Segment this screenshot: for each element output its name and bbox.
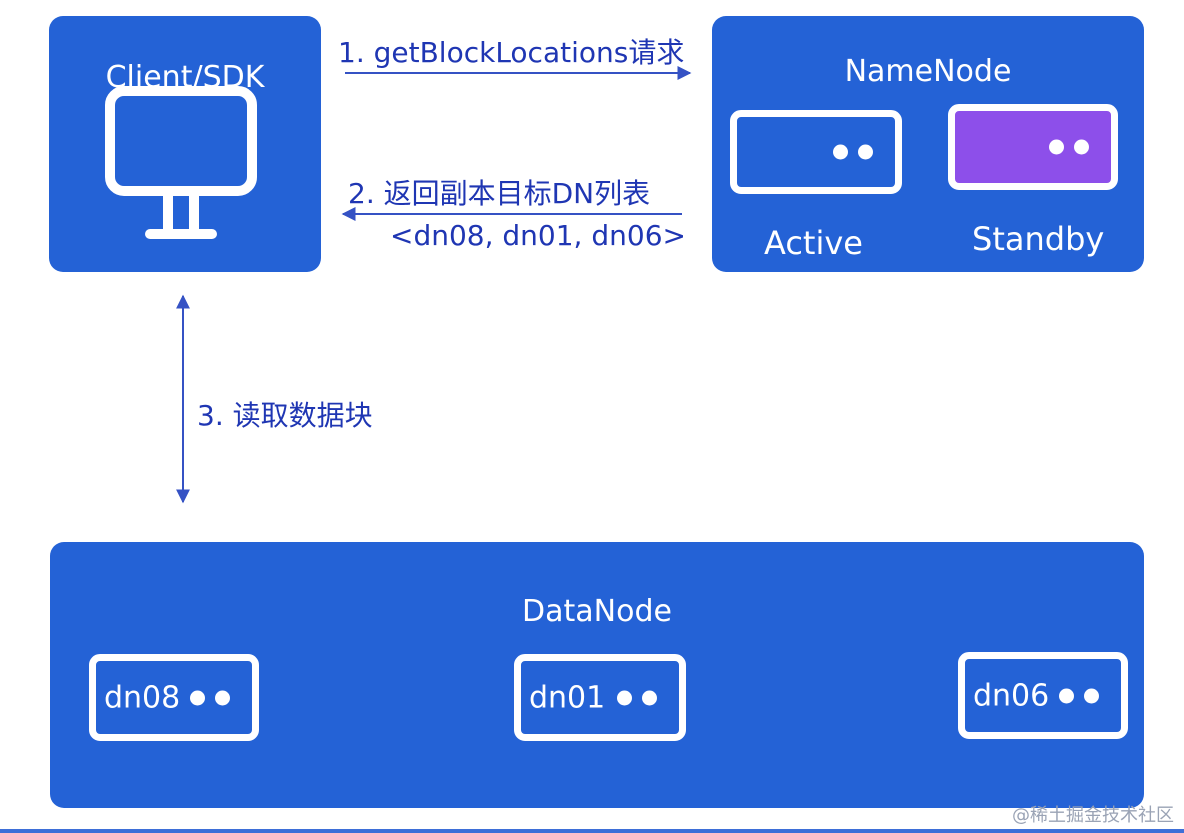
namenode-panel: NameNode Active Standby <box>712 16 1144 272</box>
active-namenode-server <box>730 110 902 194</box>
namenode-title: NameNode <box>844 54 1012 89</box>
datanode-label: dn06 <box>973 678 1050 713</box>
step1-label: 1. getBlockLocations请求 <box>338 36 685 69</box>
step3-label: 3. 读取数据块 <box>197 399 373 432</box>
status-dots-icon <box>823 144 873 160</box>
datanode-label: dn01 <box>529 680 606 715</box>
step2-detail-label: <dn08, dn01, dn06> <box>390 219 686 252</box>
active-label: Active <box>764 224 863 262</box>
datanode-title: DataNode <box>522 594 672 629</box>
client-sdk-panel: Client/SDK <box>49 16 321 272</box>
datanode-label: dn08 <box>104 680 181 715</box>
datanode-dn06: dn06 <box>958 652 1128 739</box>
standby-label: Standby <box>972 220 1105 258</box>
status-dots-icon <box>607 690 657 705</box>
standby-namenode-server <box>948 104 1118 190</box>
watermark: @稀土掘金技术社区 <box>1012 805 1174 826</box>
monitor-icon <box>105 86 257 239</box>
status-dots-icon <box>1049 688 1099 703</box>
status-dots-icon <box>1039 139 1089 155</box>
datanode-dn01: dn01 <box>514 654 686 741</box>
status-dots-icon <box>180 690 230 705</box>
datanode-dn08: dn08 <box>89 654 259 741</box>
step2-label: 2. 返回副本目标DN列表 <box>348 177 651 210</box>
bottom-border <box>0 829 1184 833</box>
datanode-panel: DataNode dn08 dn01 dn06 <box>50 542 1144 808</box>
